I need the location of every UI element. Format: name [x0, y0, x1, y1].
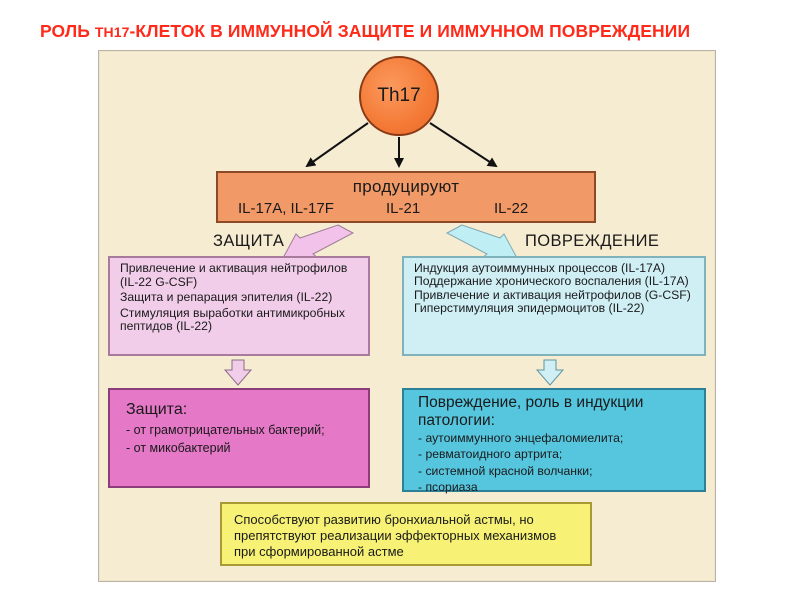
slide-title: РОЛЬ TH17-КЛЕТОК В ИММУННОЙ ЗАЩИТЕ И ИММ…	[40, 20, 740, 44]
damage-result-box: Повреждение, роль в индукции патологии: …	[402, 388, 706, 495]
arrow-th17-right	[429, 122, 498, 168]
cytokine-il17: IL-17A, IL-17F	[238, 200, 334, 217]
damage-label: ПОВРЕЖДЕНИЕ	[525, 232, 660, 250]
protection-result-title: Защита:	[126, 401, 188, 418]
damage-mechanisms-box: Индукция аутоиммунных процессов (IL-17A)…	[402, 256, 706, 356]
th17-node: Th17	[359, 56, 439, 136]
cytokine-il21: IL-21	[386, 200, 421, 217]
asthma-note: Способствуют развитию бронхиальной астмы…	[234, 512, 557, 559]
damage-result-item: - псориаза	[418, 480, 478, 495]
damage-item: Индукция аутоиммунных процессов (IL-17A)	[414, 261, 666, 275]
damage-result-item: - ревматоидного артрита;	[418, 447, 563, 462]
protection-result-item: - от грамотрицательных бактерий;	[126, 423, 325, 437]
title-th17: TH17	[94, 24, 130, 40]
damage-result-item: - аутоиммунного энцефаломиелита;	[418, 431, 624, 445]
damage-item: Привлечение и активация нейтрофилов (G-C…	[414, 287, 691, 302]
protection-item: Защита и репарация эпителия (IL-22)	[120, 290, 333, 305]
protection-item: Стимуляция выработки антимикробных пепти…	[120, 305, 345, 334]
th17-label: Th17	[377, 85, 421, 106]
arrow-down-damage	[535, 359, 565, 386]
arrow-to-protection	[282, 224, 355, 259]
protection-result-item: - от микобактерий	[126, 441, 231, 455]
produce-label: продуцируют	[352, 177, 460, 196]
cytokine-il22: IL-22	[494, 200, 529, 217]
damage-result-title: Повреждение, роль в индукции патологии:	[418, 394, 644, 429]
damage-item: Поддержание хронического воспаления (IL-…	[414, 274, 689, 289]
produce-box: продуцируют IL-17A, IL-17F IL-21 IL-22	[216, 171, 596, 223]
arrow-down-protection	[223, 359, 253, 386]
title-rest: -КЛЕТОК В ИММУННОЙ ЗАЩИТЕ И ИММУННОМ ПОВ…	[129, 21, 691, 41]
protection-label: ЗАЩИТА	[213, 232, 285, 250]
asthma-note-box: Способствуют развитию бронхиальной астмы…	[220, 502, 592, 566]
arrow-to-damage	[445, 224, 518, 259]
protection-result-box: Защита: - от грамотрицательных бактерий;…	[108, 388, 370, 488]
protection-item: Привлечение и активация нейтрофилов (IL-…	[120, 261, 348, 289]
arrow-th17-left	[305, 122, 369, 168]
title-prefix: РОЛЬ	[40, 21, 95, 41]
damage-result-item: - системной красной волчанки;	[418, 463, 593, 478]
damage-item: Гиперстимуляция эпидермоцитов (IL-22)	[414, 301, 645, 316]
protection-mechanisms-box: Привлечение и активация нейтрофилов (IL-…	[108, 256, 370, 356]
